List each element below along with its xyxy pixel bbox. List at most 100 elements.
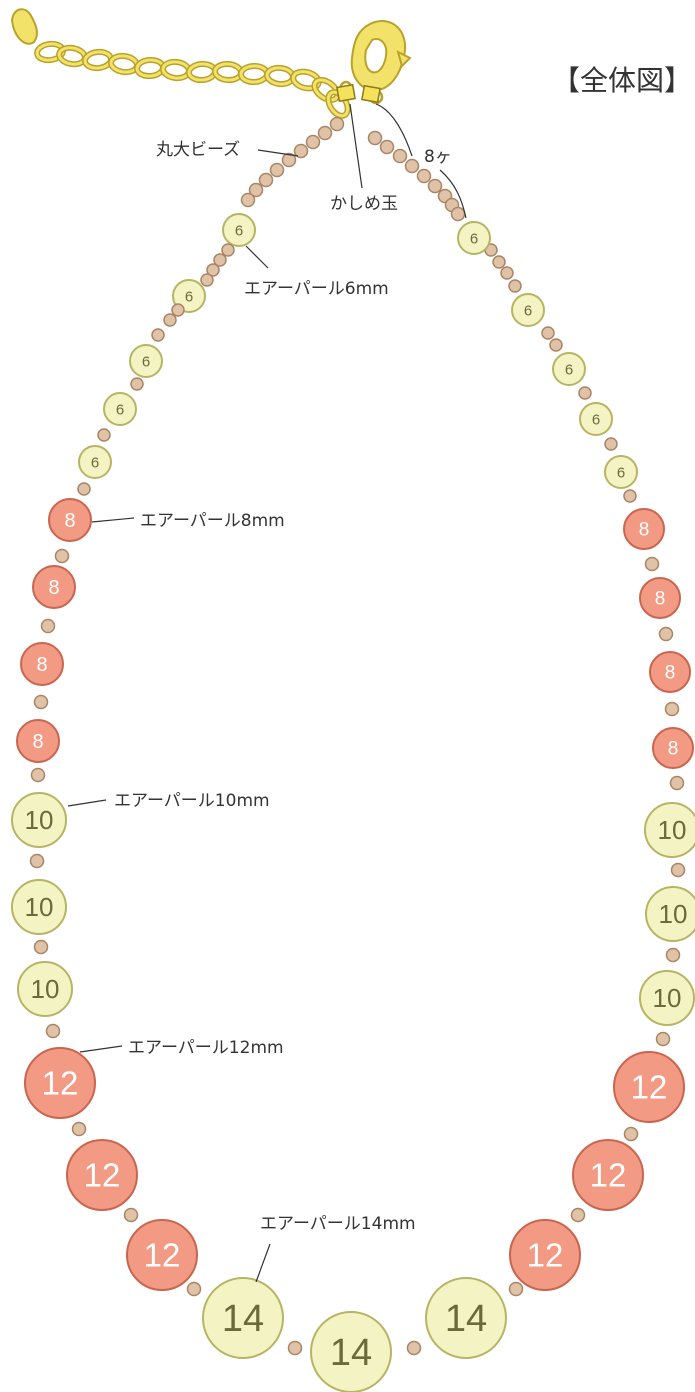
round-bead	[406, 1340, 422, 1356]
pearl-size-label: 8	[32, 731, 43, 753]
leader-pearl-8	[91, 517, 135, 523]
round-bead	[644, 556, 660, 572]
round-bead	[269, 162, 285, 178]
pearl-size-label: 6	[185, 288, 193, 305]
round-bead	[130, 377, 144, 391]
round-bead	[392, 148, 408, 164]
chain-end-drop	[10, 8, 38, 45]
round-bead	[379, 139, 395, 155]
round-bead	[604, 437, 618, 451]
label-pearl-10: エアーパール10mm	[114, 791, 270, 811]
round-bead	[40, 618, 56, 634]
pearl-size-label: 8	[668, 739, 679, 760]
pearl-size-label: 10	[658, 815, 687, 845]
round-bead	[570, 1207, 586, 1223]
round-bead	[258, 172, 274, 188]
pearl-size-label: 6	[565, 361, 573, 378]
air-pearl-8mm: 8	[32, 565, 76, 609]
air-pearl-10mm: 10	[645, 886, 695, 942]
label-crimp-bead: かしめ玉	[330, 194, 398, 214]
round-bead	[30, 767, 46, 783]
round-bead	[427, 178, 443, 194]
pearl-size-label: 14	[330, 1332, 372, 1374]
round-bead	[658, 626, 674, 642]
round-bead	[450, 206, 466, 222]
air-pearl-6mm: 6	[511, 293, 545, 327]
round-bead	[578, 386, 592, 400]
air-pearl-10mm: 10	[11, 792, 67, 848]
label-pearl-12: エアーパール12mm	[128, 1038, 284, 1058]
pearl-size-label: 6	[524, 302, 532, 319]
pearl-size-label: 10	[31, 974, 60, 1004]
necklace-strand: 6666688881010101212121414141212121010108…	[11, 116, 695, 1392]
round-bead	[248, 182, 264, 198]
crimp-bead-left	[336, 83, 356, 103]
round-bead	[404, 158, 420, 174]
air-pearl-6mm: 6	[78, 445, 112, 479]
round-bead	[151, 328, 165, 342]
air-pearl-12mm: 12	[572, 1139, 644, 1211]
air-pearl-10mm: 10	[17, 961, 73, 1017]
round-bead	[213, 253, 227, 267]
pearl-size-label: 6	[592, 411, 600, 428]
air-pearl-8mm: 8	[20, 642, 64, 686]
air-pearl-8mm: 8	[16, 719, 60, 763]
air-pearl-12mm: 12	[509, 1219, 581, 1291]
pearl-size-label: 8	[48, 577, 59, 599]
round-bead	[549, 338, 563, 352]
label-pearl-6: エアーパール6mm	[244, 279, 389, 299]
leader-count-end	[439, 169, 467, 219]
annotations	[67, 103, 467, 1283]
round-bead	[508, 1281, 524, 1297]
air-pearl-6mm: 6	[457, 221, 491, 255]
round-bead	[33, 939, 49, 955]
pearl-size-label: 8	[36, 654, 47, 676]
lobster-clasp	[350, 20, 412, 105]
round-bead	[500, 266, 514, 280]
air-pearl-10mm: 10	[11, 879, 67, 935]
diagram-title: 【全体図】	[552, 64, 692, 97]
round-bead	[623, 489, 637, 503]
pearl-size-label: 12	[144, 1237, 181, 1274]
air-pearl-6mm: 6	[579, 402, 613, 436]
round-bead	[669, 775, 685, 791]
round-bead	[163, 313, 177, 327]
round-bead	[33, 694, 49, 710]
label-pearl-8: エアーパール8mm	[140, 511, 285, 531]
round-bead	[281, 152, 297, 168]
air-pearl-6mm: 6	[103, 392, 137, 426]
air-pearl-10mm: 10	[639, 970, 695, 1026]
round-bead	[623, 1126, 639, 1142]
air-pearl-10mm: 10	[644, 802, 695, 858]
pearl-size-label: 8	[64, 510, 75, 532]
round-bead	[29, 853, 45, 869]
air-pearl-14mm: 14	[310, 1311, 392, 1392]
air-pearl-12mm: 12	[126, 1219, 198, 1291]
pearl-size-label: 12	[631, 1069, 668, 1106]
round-bead	[171, 303, 185, 317]
leader-pearl-6	[245, 245, 269, 269]
air-pearl-8mm: 8	[48, 498, 92, 542]
pearl-size-label: 12	[42, 1065, 79, 1102]
air-pearl-8mm: 8	[623, 508, 665, 550]
round-bead	[329, 116, 345, 132]
crimp-bead-right	[361, 84, 381, 104]
pearl-size-label: 12	[590, 1157, 627, 1194]
round-bead	[670, 862, 686, 878]
round-bead	[664, 701, 680, 717]
round-bead	[416, 168, 432, 184]
round-bead	[240, 192, 256, 208]
air-pearl-12mm: 12	[24, 1047, 96, 1119]
air-pearl-12mm: 12	[66, 1139, 138, 1211]
label-count: 8ヶ	[424, 147, 452, 167]
round-bead	[541, 326, 555, 340]
round-bead	[186, 1281, 202, 1297]
label-round-beads: 丸大ビーズ	[156, 140, 240, 160]
round-bead	[305, 134, 321, 150]
pearl-size-label: 10	[659, 899, 688, 929]
round-bead	[206, 263, 220, 277]
leader-pearl-12	[79, 1045, 123, 1053]
round-bead	[655, 1031, 671, 1047]
air-pearl-6mm: 6	[129, 344, 163, 378]
